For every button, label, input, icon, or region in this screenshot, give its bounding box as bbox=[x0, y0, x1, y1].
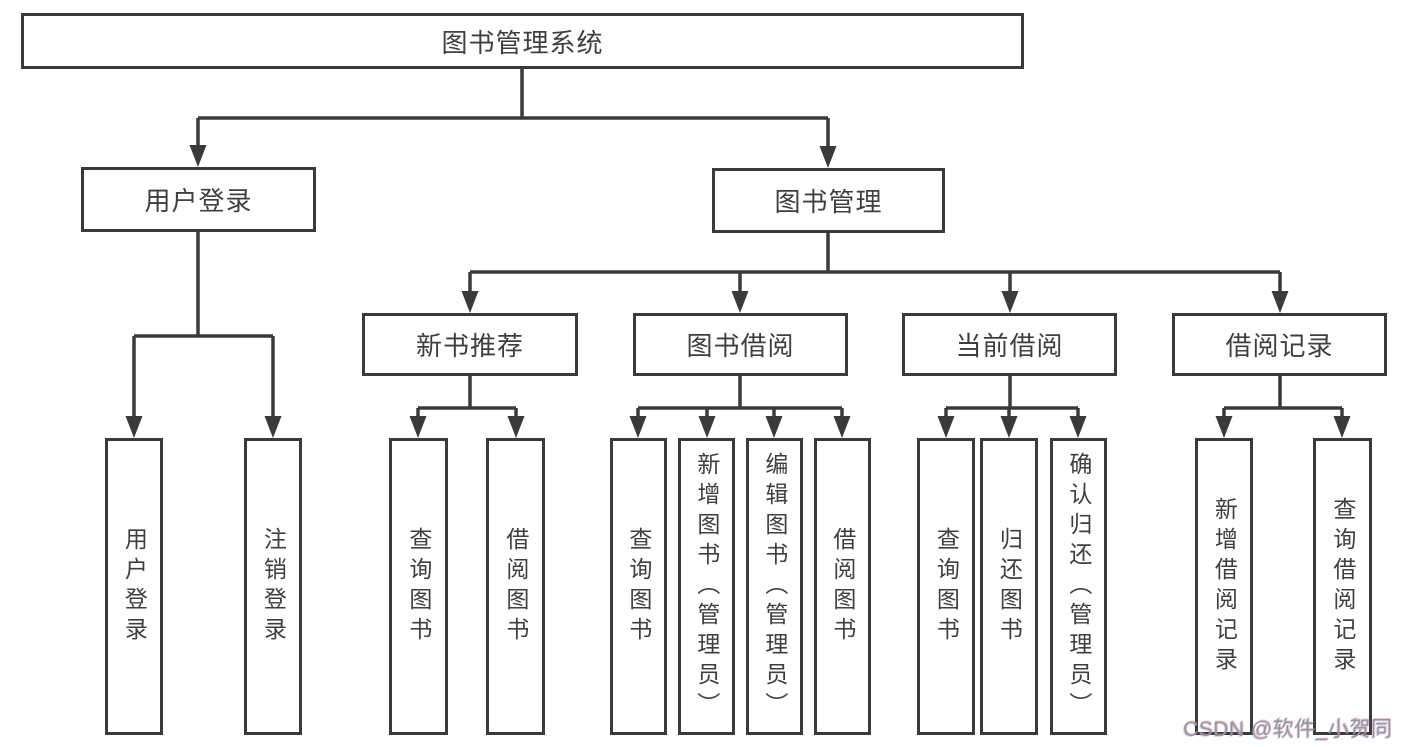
leaf-borrow-book-label: 借阅图书 bbox=[829, 526, 856, 647]
node-new-book-recommend-label: 新书推荐 bbox=[415, 331, 524, 361]
leaf-add-borrow-record: 新增借阅记录 bbox=[1195, 438, 1253, 735]
leaf-current-query-book: 查询图书 bbox=[917, 438, 975, 735]
arrowhead-icon bbox=[833, 416, 851, 438]
leaf-borrow-book: 借阅图书 bbox=[814, 438, 871, 735]
leaf-user-login-label: 用户登录 bbox=[121, 526, 148, 647]
node-book-management: 图书管理 bbox=[712, 168, 945, 233]
leaf-confirm-return-admin-label: 确认归还（管理员） bbox=[1065, 451, 1092, 722]
node-user-login-label: 用户登录 bbox=[144, 186, 253, 216]
arrowhead-icon bbox=[1333, 416, 1351, 438]
leaf-edit-book-admin-label: 编辑图书（管理员） bbox=[761, 451, 788, 722]
leaf-add-book-admin-label: 新增图书（管理员） bbox=[693, 451, 720, 722]
leaf-query-borrow-record-label: 查询借阅记录 bbox=[1329, 496, 1356, 677]
arrowhead-icon bbox=[698, 416, 716, 438]
node-book-borrowing-label: 图书借阅 bbox=[686, 331, 795, 361]
node-root: 图书管理系统 bbox=[21, 13, 1024, 69]
watermark: CSDN @软件_小贺同学 bbox=[1183, 718, 1393, 741]
leaf-query-borrow-record: 查询借阅记录 bbox=[1313, 438, 1372, 735]
node-user-login: 用户登录 bbox=[81, 167, 316, 232]
node-current-borrowing-label: 当前借阅 bbox=[955, 331, 1064, 361]
arrowheads bbox=[125, 145, 1351, 438]
arrowhead-icon bbox=[1000, 416, 1018, 438]
arrowhead-icon bbox=[461, 291, 479, 313]
node-borrow-records-label: 借阅记录 bbox=[1225, 331, 1334, 361]
node-root-label: 图书管理系统 bbox=[441, 27, 604, 58]
leaf-recommend-borrow-book: 借阅图书 bbox=[486, 438, 545, 735]
arrowhead-icon bbox=[507, 416, 525, 438]
leaf-add-book-admin: 新增图书（管理员） bbox=[678, 438, 735, 735]
node-borrow-records: 借阅记录 bbox=[1172, 313, 1387, 376]
leaf-confirm-return-admin: 确认归还（管理员） bbox=[1050, 438, 1107, 735]
arrowhead-icon bbox=[409, 416, 427, 438]
leaf-current-query-book-label: 查询图书 bbox=[933, 526, 960, 647]
node-new-book-recommend: 新书推荐 bbox=[362, 313, 578, 376]
leaf-return-book-label: 归还图书 bbox=[996, 526, 1023, 647]
leaf-return-book: 归还图书 bbox=[980, 438, 1038, 735]
arrowhead-icon bbox=[264, 416, 282, 438]
leaf-user-login: 用户登录 bbox=[105, 438, 163, 735]
leaf-recommend-borrow-book-label: 借阅图书 bbox=[502, 526, 529, 647]
leaf-borrowing-query-book: 查询图书 bbox=[610, 438, 667, 735]
leaf-edit-book-admin: 编辑图书（管理员） bbox=[746, 438, 803, 735]
node-book-management-label: 图书管理 bbox=[774, 187, 883, 217]
arrowhead-icon bbox=[819, 146, 837, 168]
arrowhead-icon bbox=[629, 416, 647, 438]
arrowhead-icon bbox=[1069, 416, 1087, 438]
arrowhead-icon bbox=[731, 291, 749, 313]
leaf-add-borrow-record-label: 新增借阅记录 bbox=[1211, 496, 1238, 677]
leaf-logout: 注销登录 bbox=[244, 438, 302, 735]
arrowhead-icon bbox=[937, 416, 955, 438]
arrowhead-icon bbox=[765, 416, 783, 438]
node-book-borrowing: 图书借阅 bbox=[633, 313, 848, 376]
leaf-recommend-query-book: 查询图书 bbox=[389, 438, 448, 735]
leaf-logout-label: 注销登录 bbox=[260, 526, 287, 647]
leaf-recommend-query-book-label: 查询图书 bbox=[405, 526, 432, 647]
leaf-borrowing-query-book-label: 查询图书 bbox=[625, 526, 652, 647]
arrowhead-icon bbox=[125, 416, 143, 438]
arrowhead-icon bbox=[189, 145, 207, 167]
arrowhead-icon bbox=[1215, 416, 1233, 438]
tree-lines bbox=[132, 69, 1344, 420]
arrowhead-icon bbox=[1001, 291, 1019, 313]
node-current-borrowing: 当前借阅 bbox=[902, 313, 1117, 376]
arrowhead-icon bbox=[1271, 291, 1289, 313]
